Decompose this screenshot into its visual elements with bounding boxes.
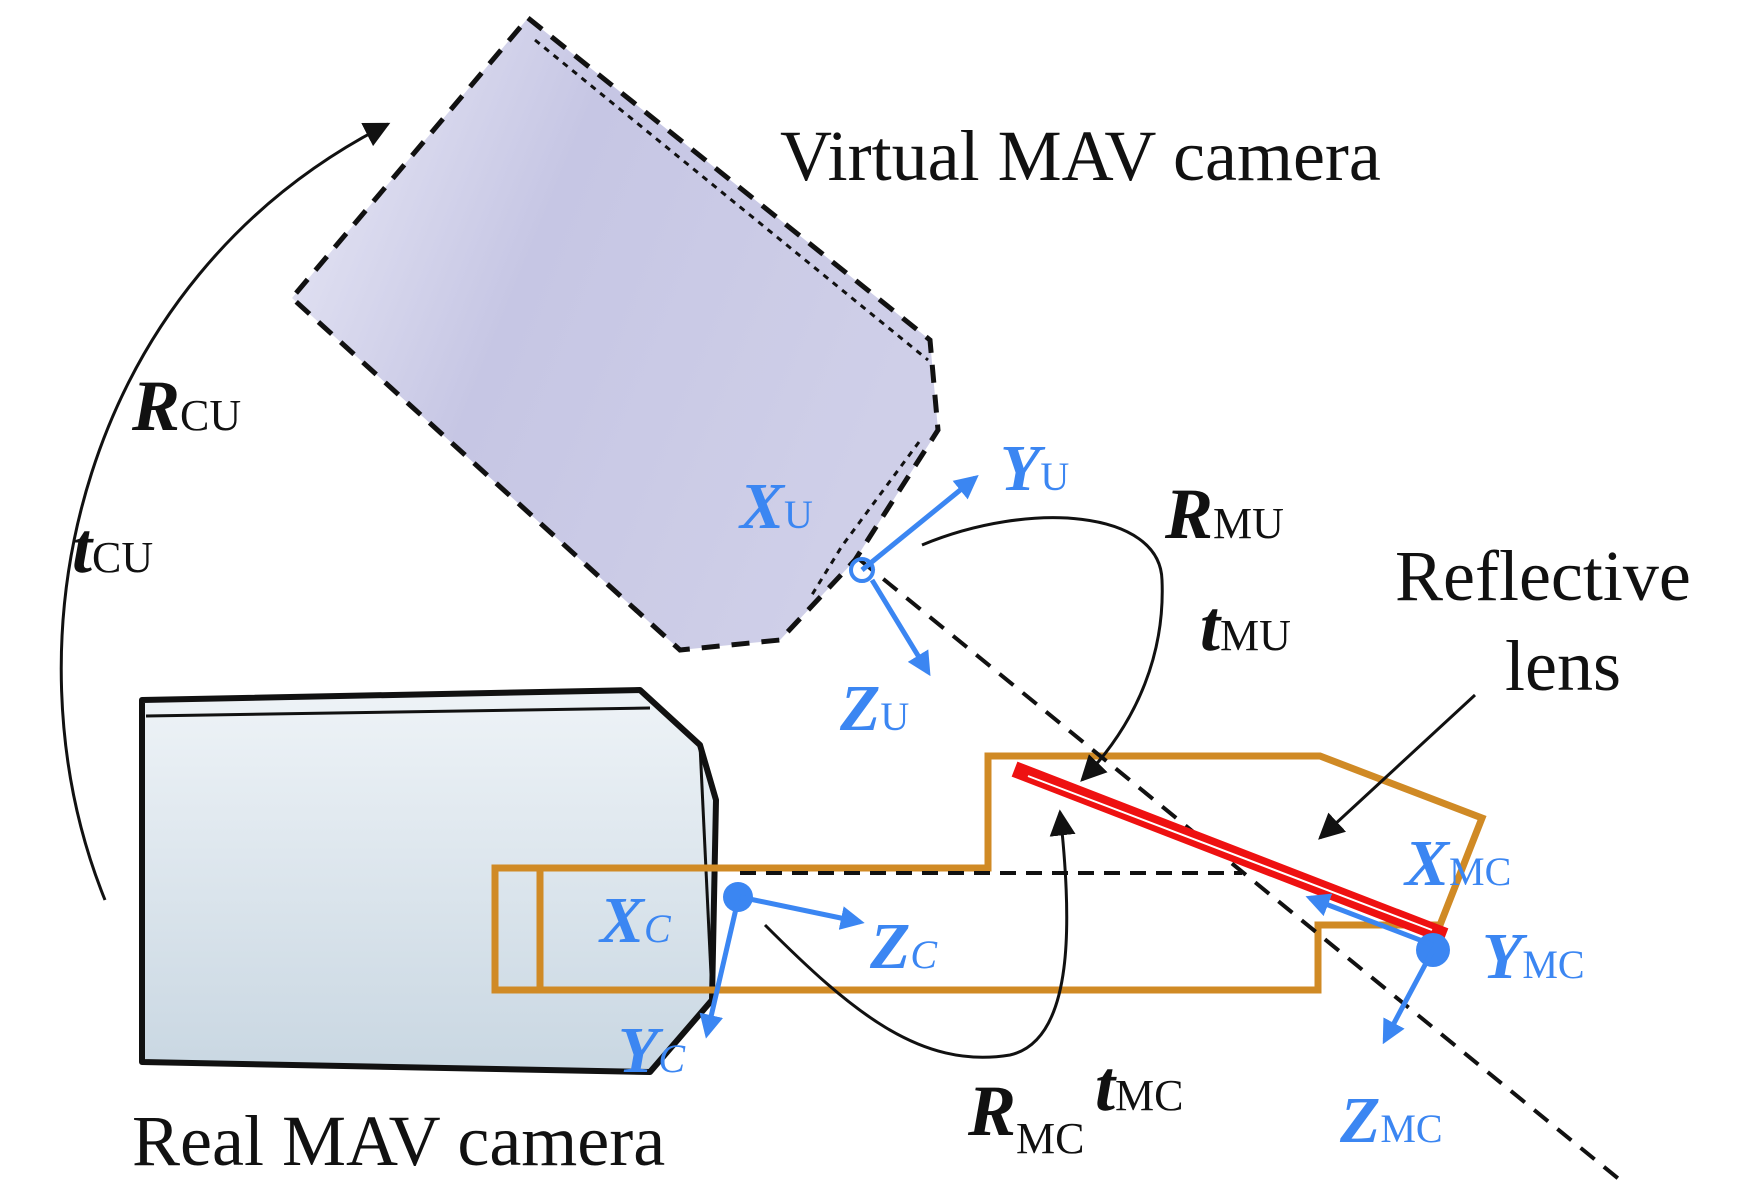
label-t-cu: tCU <box>72 508 153 588</box>
real-camera-label: Real MAV camera <box>132 1101 665 1181</box>
label-r-mu: RMU <box>1164 474 1284 554</box>
lens-pointer-arrow <box>1318 693 1477 840</box>
transform-arc-cu <box>59 122 391 901</box>
transform-arc-mu <box>921 516 1164 782</box>
reflective-lens-label-line1: Reflective <box>1395 536 1691 616</box>
label-y-mc: YMC <box>1482 920 1585 993</box>
label-x-u: XU <box>738 470 813 543</box>
frame-mc <box>1305 893 1450 1045</box>
label-z-c: ZC <box>869 910 938 983</box>
label-z-mc: ZMC <box>1339 1084 1443 1157</box>
label-y-c: YC <box>618 1014 686 1087</box>
label-t-mc: tMC <box>1095 1046 1184 1126</box>
label-x-c: XC <box>598 884 672 957</box>
label-t-mu: tMU <box>1200 586 1291 666</box>
virtual-camera-label: Virtual MAV camera <box>780 116 1381 196</box>
frame-u <box>849 474 979 677</box>
reflective-lens <box>1011 761 1449 944</box>
frame-c <box>699 882 865 1039</box>
label-y-u: YU <box>1000 432 1069 505</box>
virtual-camera-body <box>288 14 941 653</box>
label-z-u: ZU <box>839 672 909 745</box>
reflective-lens-label-line2: lens <box>1505 626 1621 706</box>
optical-axis-lines <box>740 558 1622 1182</box>
transform-arc-mc <box>763 809 1076 1059</box>
lens-housing <box>491 752 1487 994</box>
label-r-cu: RCU <box>131 366 241 446</box>
label-r-mc: RMC <box>967 1071 1085 1163</box>
label-x-mc: XMC <box>1403 827 1511 900</box>
